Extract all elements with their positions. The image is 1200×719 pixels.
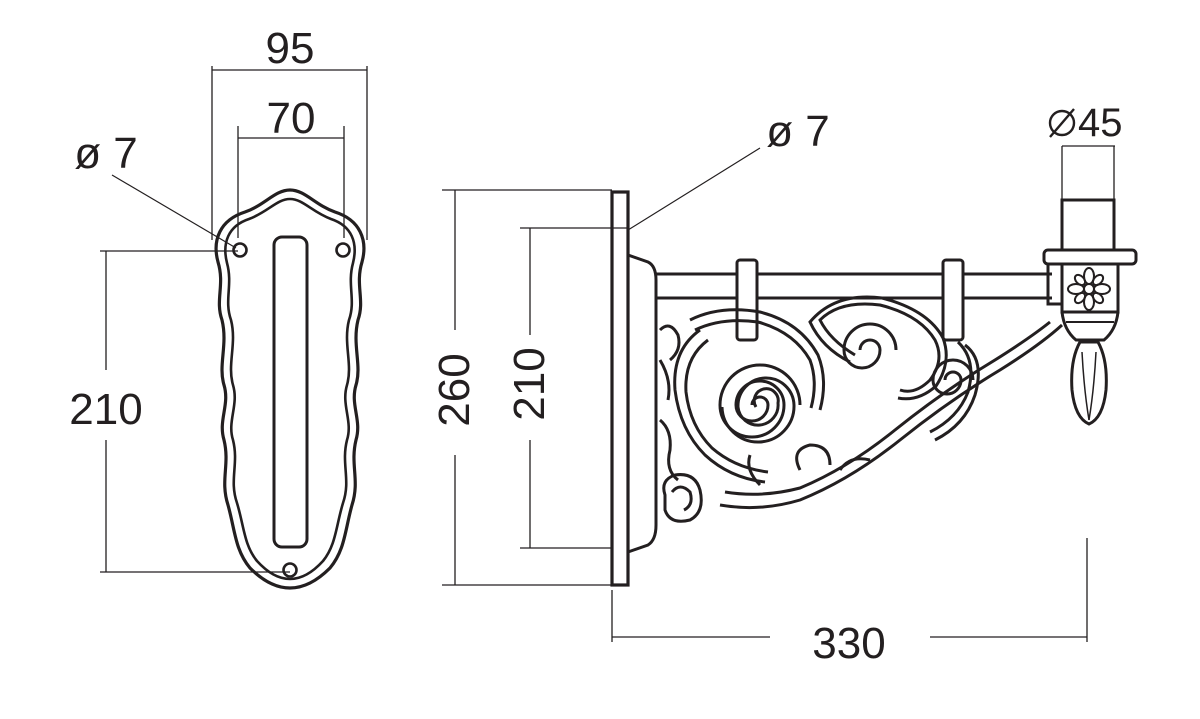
dim-330-lines — [611, 538, 1088, 642]
dim-210-side-label: 210 — [505, 347, 554, 420]
dim-210-side-lines — [520, 227, 628, 549]
socket-neck — [1060, 311, 1120, 342]
horizontal-arm — [656, 272, 1052, 300]
mounting-hole-bottom — [282, 562, 298, 578]
wall-plate — [610, 190, 630, 587]
dim-260-label: 260 — [430, 353, 479, 426]
diameter-symbol-icon — [1048, 108, 1076, 138]
front-view-labels: 95 70 210 ø 7 — [69, 24, 315, 434]
front-view — [100, 66, 368, 590]
dim-330-label: 330 — [812, 619, 885, 668]
scroll-ornaments — [658, 295, 980, 523]
socket-tube — [1060, 198, 1116, 252]
wall-plate-boss — [627, 253, 658, 554]
dim-95-lines — [211, 66, 368, 240]
tube-diameter-label: 45 — [1078, 101, 1123, 145]
finial — [1070, 340, 1108, 426]
arm-collar-left — [735, 258, 759, 342]
lower-strut-outer — [719, 323, 1064, 510]
socket-body — [1060, 264, 1120, 314]
dim-210-front-label: 210 — [69, 385, 142, 434]
hole-diameter-label-front: ø 7 — [74, 129, 138, 178]
side-view — [442, 145, 1138, 642]
lower-strut-inner — [724, 320, 1051, 496]
lantern-fitting — [1042, 198, 1138, 426]
arm-collar-right — [941, 258, 965, 342]
socket-collar — [1042, 248, 1138, 266]
dim-70-label: 70 — [267, 94, 316, 143]
mounting-hole-top-left — [232, 242, 248, 258]
backplate-outline-inner — [224, 197, 356, 581]
dim-95-label: 95 — [266, 24, 315, 73]
hole-diameter-label-side: ø 7 — [766, 107, 830, 156]
hole-leader-side — [627, 147, 761, 231]
dim-45-lines — [1061, 145, 1115, 200]
hole-leader-front — [111, 174, 237, 249]
flower-ornament — [1067, 267, 1111, 311]
dim-260-lines — [442, 189, 612, 586]
backplate-outline-outer — [214, 188, 366, 590]
dim-70-lines — [237, 126, 345, 238]
backplate-slot — [272, 235, 309, 549]
side-view-labels: ø 7 45 260 210 330 — [430, 101, 1123, 668]
mounting-hole-top-right — [335, 242, 351, 258]
